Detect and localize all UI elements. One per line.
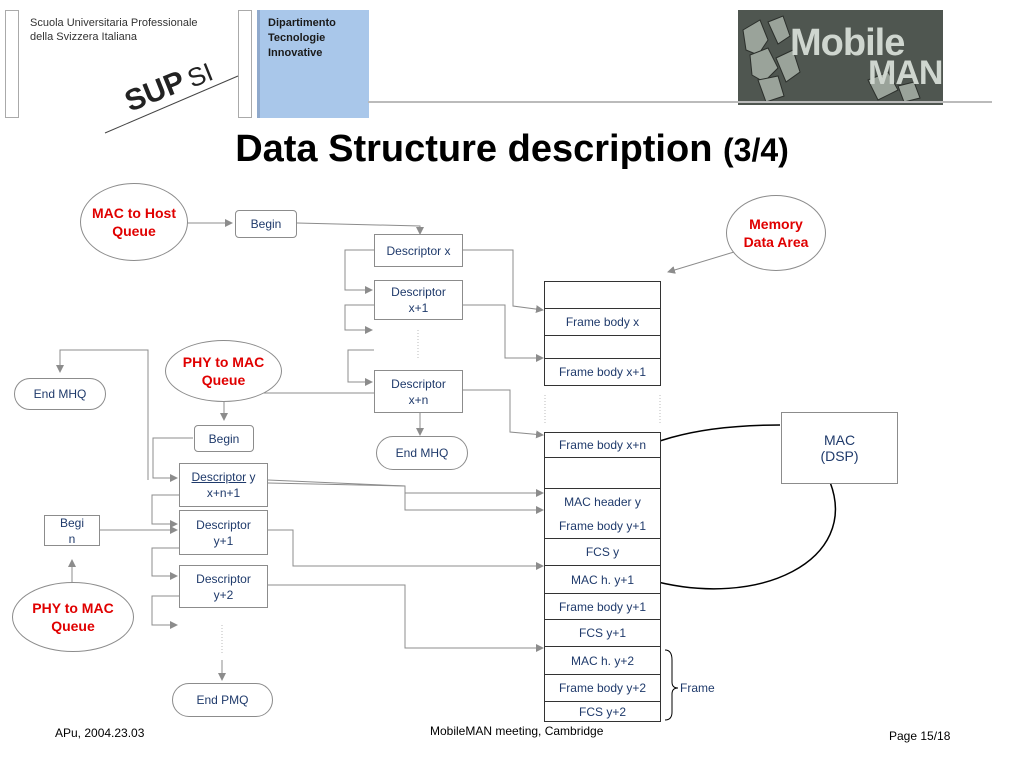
memory-cell-fcs-y1: FCS y+1 [544, 619, 661, 646]
page-title: Data Structure description (3/4) [0, 128, 1024, 171]
school-name-line2: della Svizzera Italiana [30, 31, 138, 43]
memory-cell-fcs-y2: FCS y+2 [544, 701, 661, 722]
memory-line1: Memory [749, 216, 803, 232]
frame-label: Frame [680, 681, 715, 695]
mac-dsp-line2: (DSP) [820, 448, 859, 464]
descriptor-y2: Descriptor y+2 [179, 565, 268, 608]
memory-data-area: Memory Data Area [726, 195, 826, 271]
descriptor-y: Descriptor y x+n+1 [179, 463, 268, 507]
footer-right: Page 15/18 [889, 729, 951, 743]
memory-cell-frame-body-xn: Frame body x+n [544, 432, 661, 457]
descriptor-x1-line2: x+1 [408, 301, 429, 315]
phy-to-mac-left-line1: PHY to MAC [32, 600, 114, 616]
descriptor-xn: Descriptor x+n [374, 370, 463, 413]
descriptor-xn-line2: x+n [408, 392, 429, 407]
school-name-line1: Scuola Universitaria Professionale [30, 17, 198, 29]
header-bar-mid [238, 10, 252, 118]
dept-line2: Tecnologie [268, 32, 326, 44]
mac-dsp-line1: MAC [823, 432, 856, 448]
descriptor-y-c: x+n+1 [206, 486, 241, 500]
phy-to-mac-center-line2: Queue [201, 372, 246, 388]
footer-center: MobileMAN meeting, Cambridge [430, 724, 604, 738]
supsi-logo: SUP SI [104, 57, 239, 134]
mac-dsp: MAC (DSP) [781, 412, 898, 484]
header-bar-left [5, 10, 19, 118]
descriptor-xn-line1: Descriptor [391, 376, 446, 391]
memory-cell-mac-h-y1: MAC h. y+1 [544, 565, 661, 593]
mac-to-host-line2: Queue [112, 223, 156, 239]
brand-mobile: Mobile [790, 22, 905, 64]
memory-cell-frame-body-y2: Frame body y+2 [544, 674, 661, 701]
department-panel: Dipartimento Tecnologie Innovative [257, 10, 369, 118]
mac-to-host-queue: MAC to Host Queue [80, 183, 188, 261]
brand-man: MAN [868, 54, 943, 92]
descriptor-y2-line1: Descriptor [196, 571, 251, 586]
dept-line3: Innovative [268, 47, 323, 59]
memory-cell-mac-h-y2: MAC h. y+2 [544, 646, 661, 674]
memory-cell-gap3 [544, 425, 661, 432]
dept-line1: Dipartimento [268, 17, 336, 29]
descriptor-x1: Descriptor x+1 [374, 280, 463, 320]
memory-cell-top [544, 281, 661, 308]
descriptor-y-a: Descriptor [191, 470, 247, 484]
memory-cell-mac-header-y: MAC header y [544, 488, 661, 514]
school-name: Scuola Universitaria Professionale della… [30, 16, 198, 44]
descriptor-x1-line1: Descriptor [391, 285, 446, 299]
title-main: Data Structure description [235, 128, 713, 170]
frame-brace [664, 649, 679, 721]
memory-cell-gap4 [544, 457, 661, 488]
mobileman-graphic [742, 15, 921, 103]
memory-cell-frame-body-x1: Frame body x+1 [544, 358, 661, 385]
phy-to-mac-left-line2: Queue [51, 618, 95, 634]
header-rule [368, 101, 992, 103]
memory-cell-fcs-y: FCS y [544, 538, 661, 565]
mobileman-logo: Mobile MAN [738, 10, 943, 105]
memory-line2: Data Area [743, 234, 809, 250]
mac-to-host-line1: MAC to Host [92, 205, 176, 221]
memory-cell-gap2 [544, 385, 661, 395]
memory-cell-frame-body-x: Frame body x [544, 308, 661, 335]
begin-left-line1: Begi [59, 515, 85, 530]
footer-left: APu, 2004.23.03 [55, 726, 145, 740]
descriptor-y-b: y [249, 470, 256, 484]
memory-cell-frame-body-y1: Frame body y+1 [544, 593, 661, 619]
descriptor-y1-line2: y+1 [213, 533, 234, 548]
begin-left: Begi n [44, 515, 100, 546]
phy-to-mac-center-line1: PHY to MAC [182, 354, 265, 370]
begin-mid: Begin [194, 425, 254, 452]
descriptor-y2-line2: y+2 [213, 587, 234, 602]
end-pmq: End PMQ [172, 683, 273, 717]
descriptor-y1: Descriptor y+1 [179, 510, 268, 555]
descriptor-y1-line1: Descriptor [196, 517, 251, 532]
end-mhq-center: End MHQ [376, 436, 468, 470]
title-sub: (3/4) [722, 132, 789, 168]
phy-to-mac-queue-left: PHY to MAC Queue [12, 582, 134, 652]
memory-cell-frame-body-y-overlap: Frame body y+1 [544, 514, 661, 538]
begin-top: Begin [235, 210, 297, 238]
end-mhq-left: End MHQ [14, 378, 106, 410]
memory-cell-gap1 [544, 335, 661, 358]
begin-left-line2: n [68, 531, 76, 546]
descriptor-x: Descriptor x [374, 234, 463, 267]
phy-to-mac-queue-center: PHY to MAC Queue [165, 340, 282, 402]
